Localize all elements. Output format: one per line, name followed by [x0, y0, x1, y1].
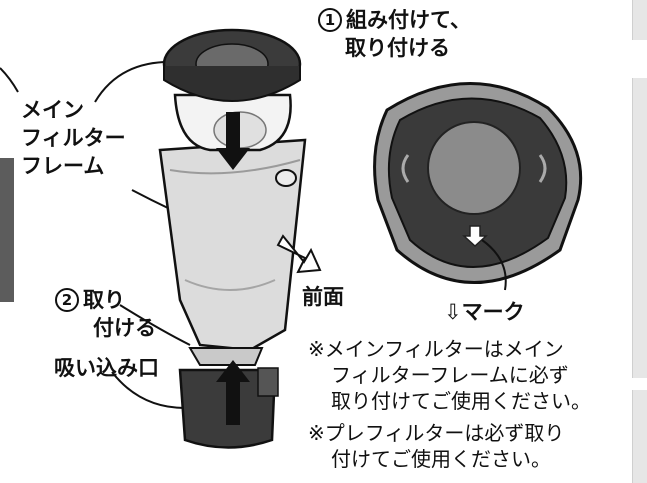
step2-number: 2: [55, 288, 79, 312]
filter-frame-line2: フィルター: [21, 126, 126, 150]
step1-line1: 組み付けて、: [346, 8, 471, 32]
front-arrow-icon: [276, 234, 322, 274]
step1-line2: 取り付ける: [345, 36, 450, 60]
note-line4: ※プレフィルターは必ず取り: [308, 421, 565, 445]
right-scroll-strip-mid: [632, 78, 647, 378]
right-scroll-strip-top: [632, 0, 647, 40]
left-side-tab: [0, 158, 14, 302]
filter-frame-line1: メイン: [21, 98, 84, 122]
right-scroll-strip-bottom: [632, 390, 647, 483]
filter-frame-line3: フレーム: [21, 154, 105, 178]
note-line5: 付けてご使用ください。: [331, 447, 551, 471]
mark-label-text: マーク: [461, 300, 525, 324]
front-label: 前面: [302, 285, 344, 309]
note-line2: フィルターフレームに必ず: [331, 363, 569, 387]
up-arrow-icon: [216, 360, 250, 425]
step2-line1: 取り: [83, 288, 125, 312]
note-line3: 取り付けてご使用ください。: [331, 389, 591, 413]
mark-label: ⇩マーク: [444, 300, 525, 325]
intake-label: 吸い込み口: [54, 356, 159, 380]
step1-number: 1: [318, 8, 342, 32]
mark-arrow-icon: [462, 225, 488, 248]
down-arrow-icon: [216, 112, 250, 170]
step2-line2: 付ける: [93, 316, 156, 340]
note-line1: ※メインフィルターはメイン: [308, 337, 564, 361]
mark-label-arrow-icon: ⇩: [444, 300, 462, 324]
